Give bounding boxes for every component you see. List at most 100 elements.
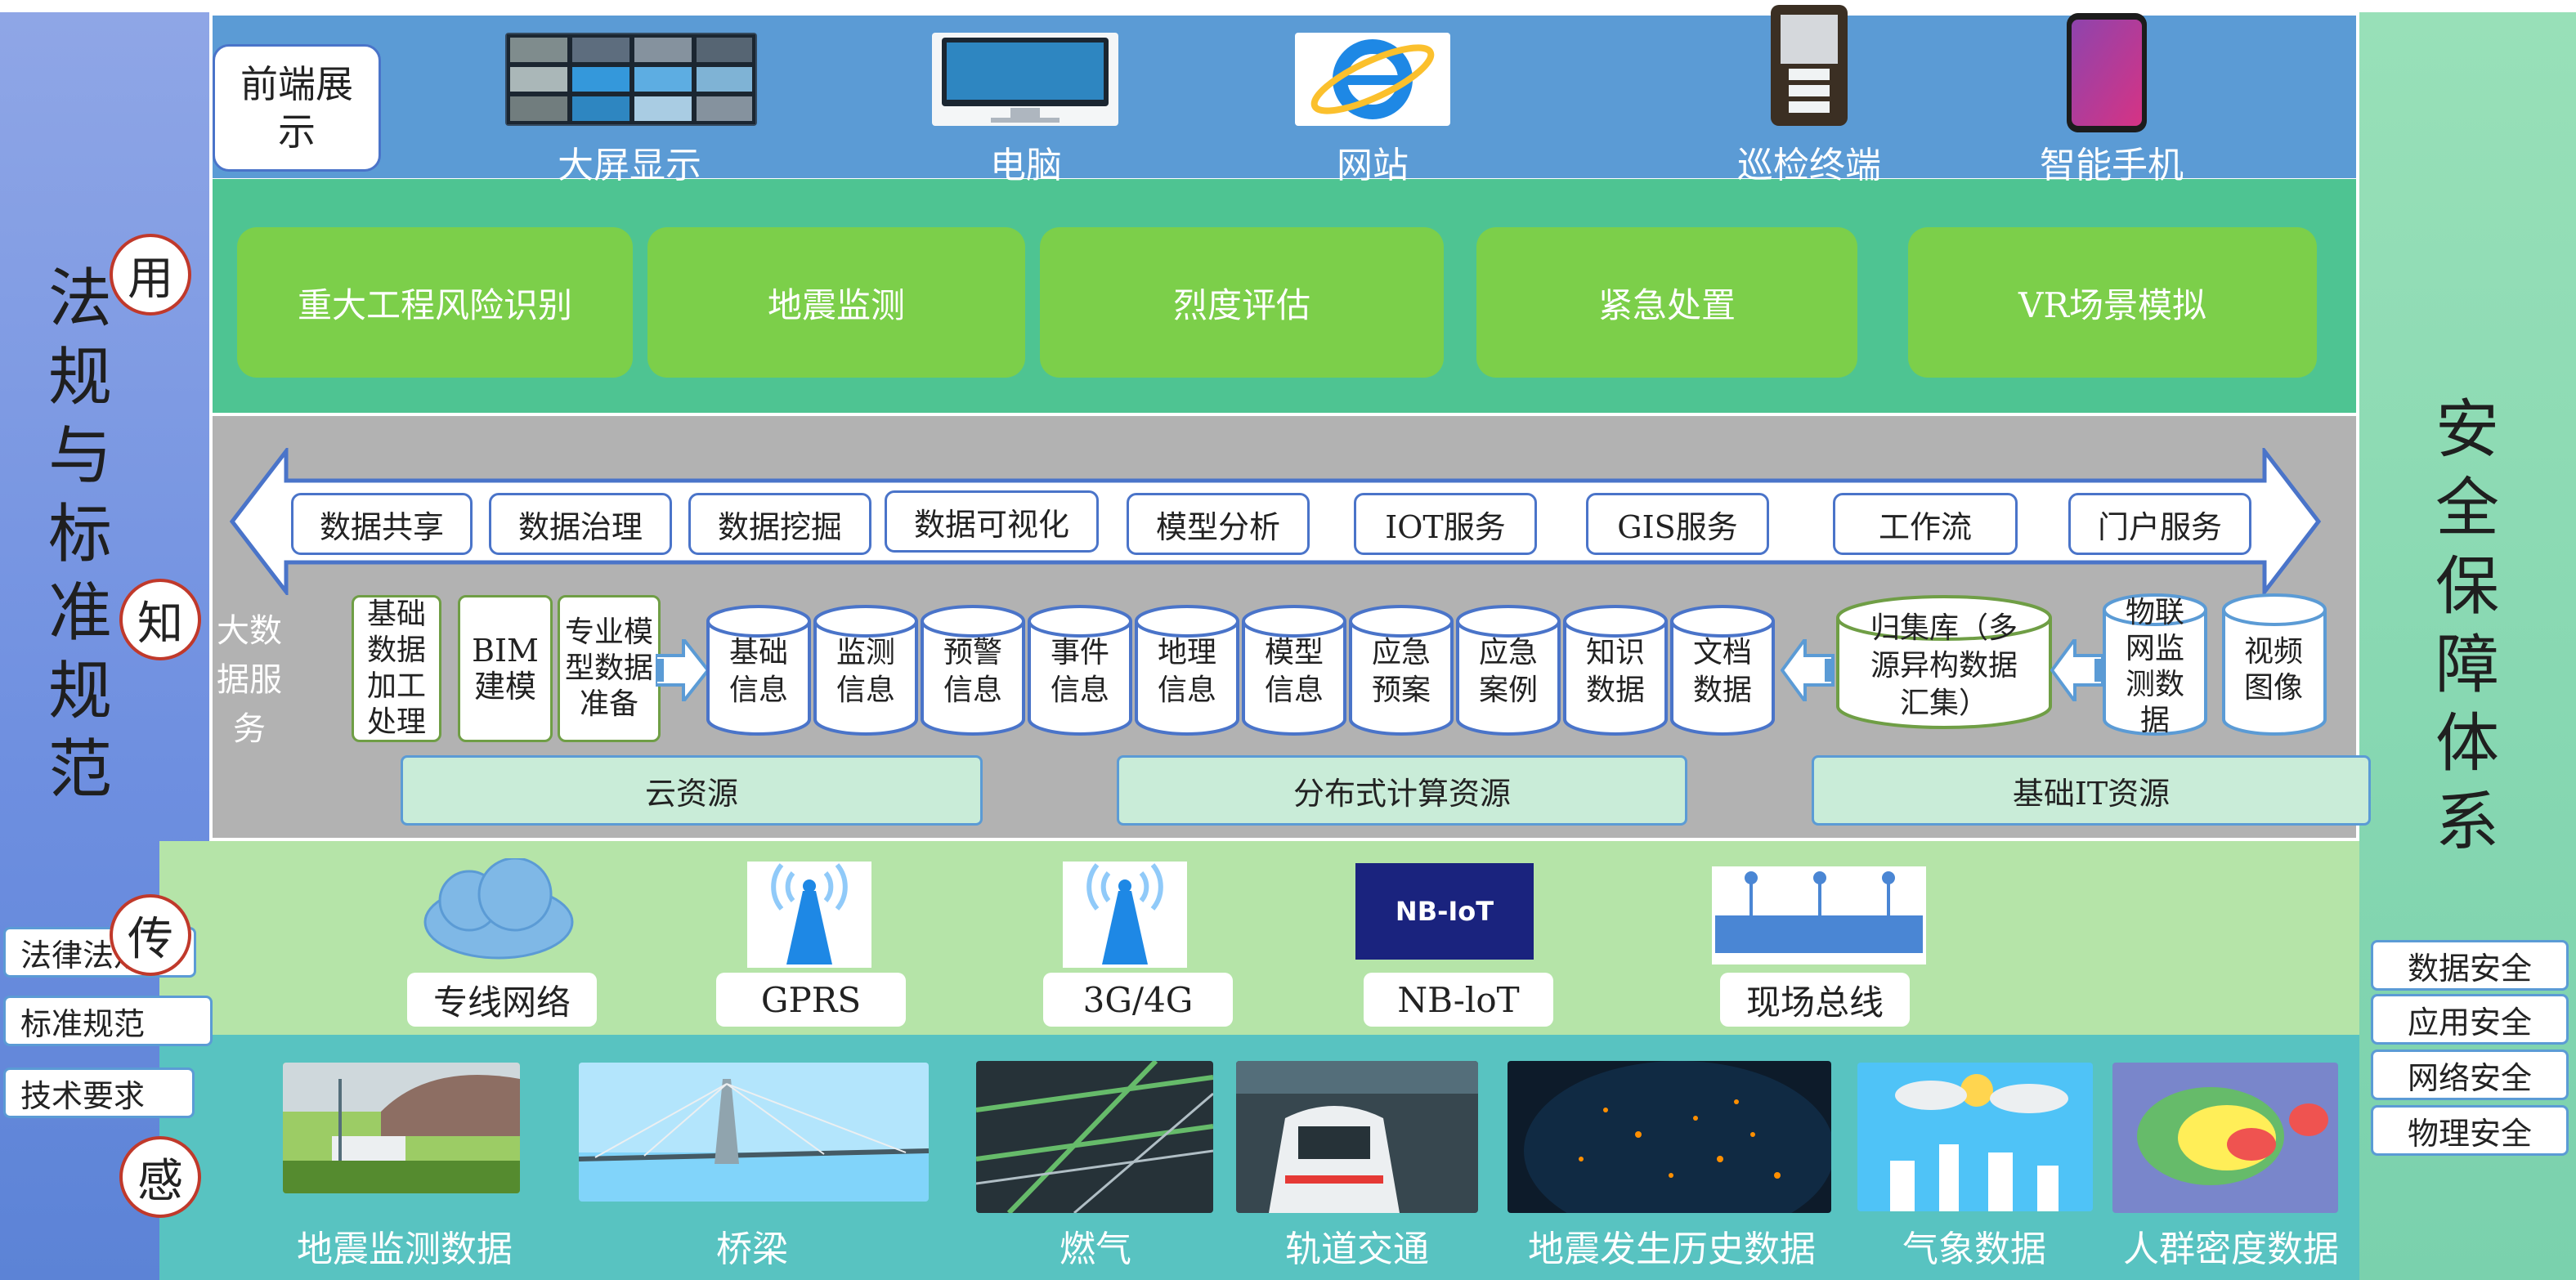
layer-circle-know: 知 <box>119 579 201 660</box>
resource-distributed-compute: 分布式计算资源 <box>1117 755 1687 826</box>
service-iot: IOT服务 <box>1354 493 1537 555</box>
antenna-icon-gprs <box>771 863 848 964</box>
sensing-caption-bridge: 桥梁 <box>716 1229 788 1270</box>
database-label: 预警信息 <box>943 636 1002 707</box>
process-basic-data: 基础数据加工处理 <box>352 595 441 742</box>
sensing-caption-crowd: 人群密度数据 <box>2123 1229 2339 1270</box>
database-cylinder-top <box>813 605 918 638</box>
fieldbus-icon <box>1712 866 1926 964</box>
database-label: 事件信息 <box>1050 636 1109 707</box>
database-label: 模型信息 <box>1264 636 1324 707</box>
network-nbiot: NB-loT <box>1364 973 1553 1027</box>
database-cylinder-top <box>1563 605 1668 638</box>
database-label: 应急预案 <box>1371 636 1431 707</box>
database-cylinder-top <box>921 605 1025 638</box>
front-display-label: 前端展示 <box>213 44 381 172</box>
earthquake-history-map <box>1508 1061 1831 1213</box>
sensing-caption-earthquake-history: 地震发生历史数据 <box>1528 1229 1816 1270</box>
database-cylinder-top <box>1349 605 1454 638</box>
video-wall-image <box>505 33 757 126</box>
device-caption-inspection-terminal: 巡检终端 <box>1737 145 1881 186</box>
network-fieldbus: 现场总线 <box>1720 973 1910 1027</box>
database-label: 文档数据 <box>1692 636 1752 707</box>
service-model-analysis: 模型分析 <box>1127 493 1310 555</box>
database-cylinder-top <box>1456 605 1561 638</box>
sensing-caption-rail: 轨道交通 <box>1285 1229 1429 1270</box>
device-caption-big-screen: 大屏显示 <box>558 145 701 186</box>
database-cylinder-body <box>1135 621 1239 736</box>
database-cylinder-body <box>1242 621 1346 736</box>
resource-basic-it: 基础IT资源 <box>1812 755 2371 826</box>
database-cylinder-top <box>1670 605 1775 638</box>
security-network: 网络安全 <box>2371 1050 2569 1100</box>
arrow-left-to-databases <box>1781 639 1835 701</box>
device-caption-computer: 电脑 <box>990 145 1062 186</box>
service-workflow: 工作流 <box>1833 493 2018 555</box>
process-bim-modeling: BIM建模 <box>458 595 553 742</box>
source-video-image-label: 视频图像 <box>2243 635 2303 705</box>
app-major-project-risk: 重大工程风险识别 <box>237 227 633 378</box>
source-iot-monitoring-label: 物联网监测数据 <box>2125 596 2184 737</box>
service-data-sharing: 数据共享 <box>291 493 473 555</box>
inspection-terminal-image <box>1771 5 1848 126</box>
left-vertical-title: 法 规 与 标 准 规 范 <box>47 262 112 807</box>
service-data-mining: 数据挖掘 <box>688 493 871 555</box>
antenna-icon-3g4g <box>1086 863 1163 964</box>
cloud-icon <box>423 858 574 960</box>
service-gis: GIS服务 <box>1586 493 1769 555</box>
collector-database-label: 归集库（多源异构数据汇集） <box>1870 611 2018 720</box>
source-cylinders <box>2103 593 2327 736</box>
service-portal: 门户服务 <box>2068 493 2251 555</box>
collector-database-shape <box>1836 595 2052 729</box>
database-cylinder-top <box>1242 605 1346 638</box>
device-caption-smartphone: 智能手机 <box>2040 145 2184 186</box>
security-physical: 物理安全 <box>2371 1105 2569 1156</box>
database-cylinder-body <box>921 621 1025 736</box>
database-cylinder-body <box>813 621 918 736</box>
database-cylinder-body <box>706 621 811 736</box>
resource-cloud: 云资源 <box>401 755 983 826</box>
database-label: 基础信息 <box>728 636 788 707</box>
network-3g4g: 3G/4G <box>1043 973 1233 1027</box>
network-gprs: GPRS <box>716 973 906 1027</box>
database-cylinder-body <box>1456 621 1561 736</box>
law-item-technical-requirements: 技术要求 <box>3 1067 195 1118</box>
smartphone-image <box>2067 13 2147 132</box>
device-caption-website: 网站 <box>1337 145 1409 186</box>
browser-icon <box>1295 33 1450 126</box>
arrow-right-to-databases <box>656 639 710 701</box>
service-data-visualization: 数据可视化 <box>885 490 1099 553</box>
crowd-density-heatmap <box>2112 1063 2338 1213</box>
sensing-caption-weather: 气象数据 <box>1902 1229 2046 1270</box>
database-cylinders <box>706 605 1775 736</box>
network-dedicated-line: 专线网络 <box>407 973 597 1027</box>
service-data-governance: 数据治理 <box>489 493 672 555</box>
database-label: 监测信息 <box>836 636 895 707</box>
database-cylinder-body <box>1563 621 1668 736</box>
security-application: 应用安全 <box>2371 994 2569 1045</box>
bridge-image <box>579 1063 929 1202</box>
app-vr-simulation: VR场景模拟 <box>1908 227 2317 378</box>
gas-pipeline-image <box>976 1061 1213 1213</box>
security-data: 数据安全 <box>2371 940 2569 991</box>
database-cylinder-top <box>1135 605 1239 638</box>
app-emergency-response: 紧急处置 <box>1476 227 1857 378</box>
app-seismic-monitoring: 地震监测 <box>647 227 1025 378</box>
sensing-caption-gas: 燃气 <box>1060 1229 1131 1270</box>
seismic-station-image <box>283 1063 520 1193</box>
database-cylinder-body <box>1670 621 1775 736</box>
arrow-left-to-collector <box>2050 639 2104 701</box>
database-cylinder-body <box>1349 621 1454 736</box>
law-item-standards: 标准规范 <box>3 996 213 1046</box>
metro-train-image <box>1236 1061 1478 1213</box>
sensing-caption-seismic: 地震监测数据 <box>297 1229 513 1270</box>
app-intensity-assessment: 烈度评估 <box>1040 227 1444 378</box>
bigdata-service-label: 大数据服务 <box>217 612 282 748</box>
layer-circle-trans: 传 <box>110 894 191 976</box>
database-cylinder-top <box>1028 605 1132 638</box>
database-label: 知识数据 <box>1585 636 1645 707</box>
computer-image <box>932 33 1118 126</box>
weather-data-image <box>1857 1063 2093 1211</box>
process-model-data: 专业模型数据准备 <box>558 595 661 742</box>
nbiot-logo: NB-IoT <box>1355 863 1534 960</box>
